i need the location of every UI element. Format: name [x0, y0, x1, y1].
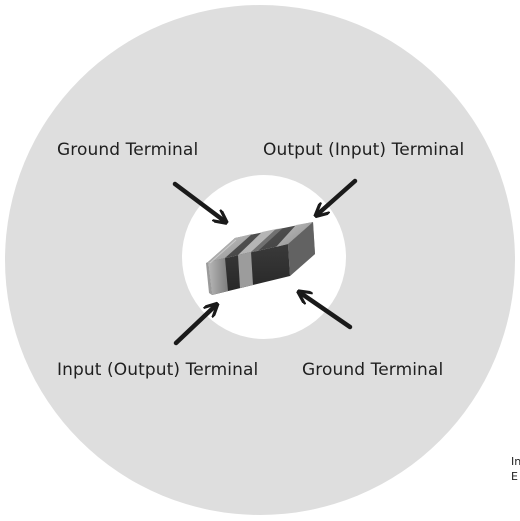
corner-text-line2: E	[511, 470, 518, 483]
arrow-icon-ground-bottom	[302, 294, 353, 330]
ground-terminal-label-top: Ground Terminal	[57, 140, 199, 160]
chip-component-icon	[206, 222, 315, 295]
output-input-terminal-label: Output (Input) Terminal	[263, 140, 465, 160]
arrow-icon-ground-top	[172, 181, 223, 220]
input-output-terminal-label: Input (Output) Terminal	[57, 360, 259, 380]
corner-text-line1: In	[511, 455, 520, 468]
ground-terminal-label-bottom: Ground Terminal	[302, 360, 444, 380]
arrow-icon-input-output	[173, 307, 214, 346]
arrow-icon-output-input	[319, 178, 358, 213]
